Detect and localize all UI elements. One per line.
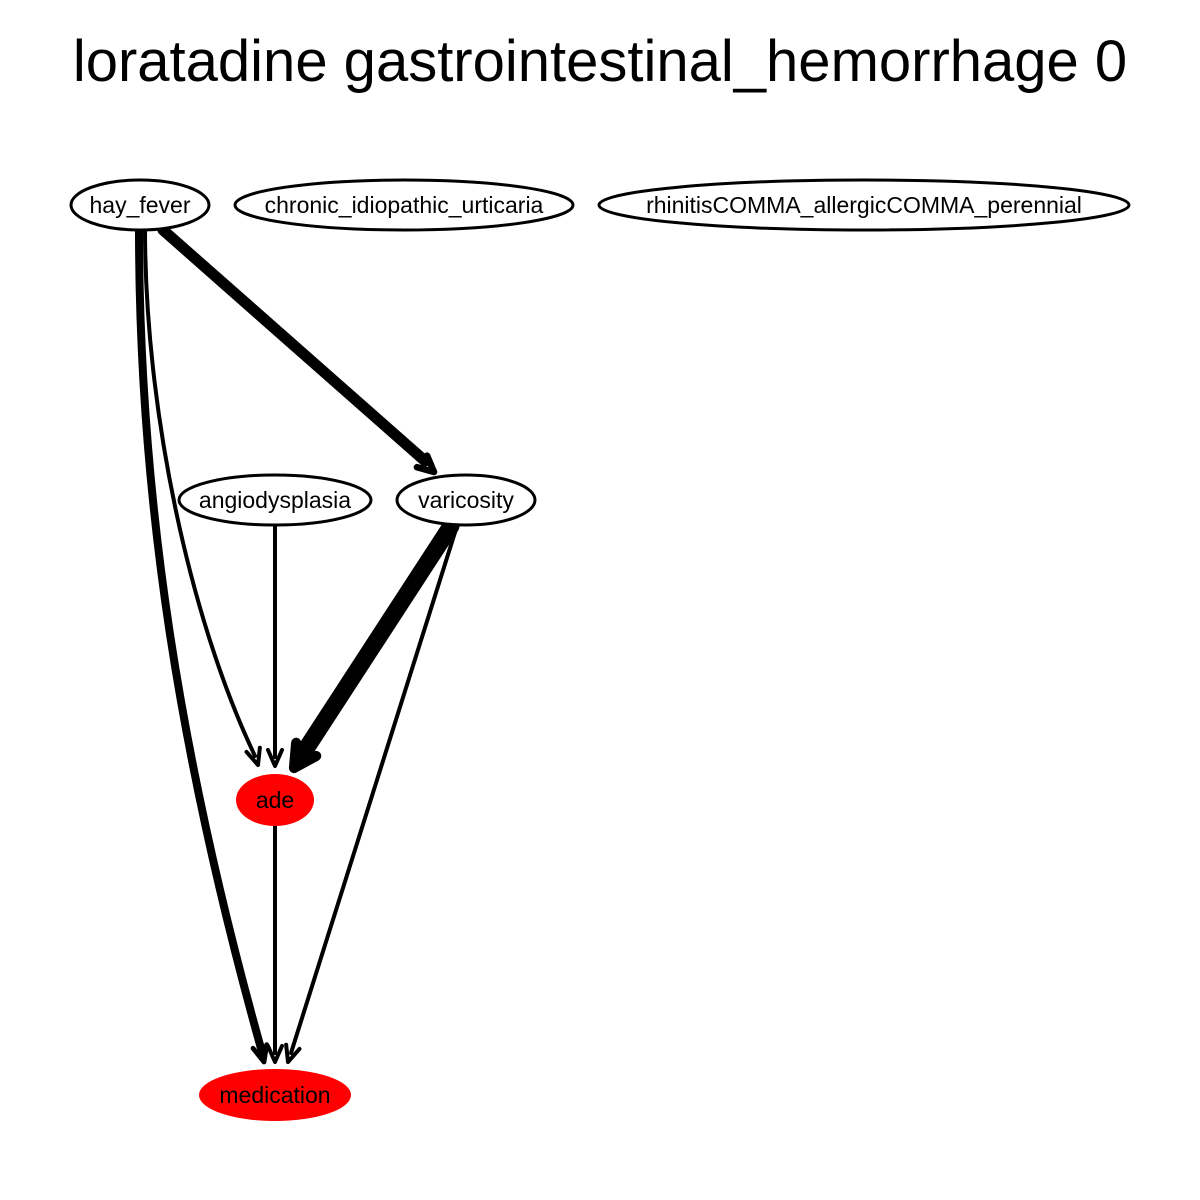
edge-line <box>143 227 257 758</box>
arrowhead <box>244 745 262 767</box>
arrowhead <box>288 737 322 774</box>
edge-hay_fever-to-ade <box>143 227 262 767</box>
edge-line <box>135 225 266 1056</box>
edge-varicosity-to-ade <box>288 517 460 774</box>
edge-line <box>157 224 431 467</box>
node-label: rhinitisCOMMA_allergicCOMMA_perennial <box>646 192 1082 218</box>
edge-line <box>295 517 460 761</box>
node-ellipse <box>395 473 537 527</box>
node-label: varicosity <box>418 487 514 513</box>
node-ellipse <box>199 1069 351 1121</box>
edge-hay_fever-to-varicosity <box>157 224 438 476</box>
arrowhead <box>266 1044 284 1064</box>
node-label: chronic_idiopathic_urticaria <box>265 192 544 218</box>
node-ellipse <box>233 178 575 232</box>
node-ellipse <box>177 473 373 527</box>
edge-hay_fever-to-medication <box>135 225 270 1065</box>
edge-varicosity-to-medication <box>284 524 459 1064</box>
node-ellipse <box>236 774 314 826</box>
node-hay-fever: hay_fever <box>69 178 211 232</box>
node-layer: hay_fever chronic_idiopathic_urticaria rhi… <box>69 178 1131 1121</box>
arrowhead <box>284 1042 302 1064</box>
node-chronic-idiopathic-urticaria: chronic_idiopathic_urticaria <box>233 178 575 232</box>
edge-line <box>289 524 459 1055</box>
node-medication: medication <box>199 1069 351 1121</box>
node-ellipse <box>69 178 211 232</box>
node-varicosity: varicosity <box>395 473 537 527</box>
edge-ade-to-medication <box>266 824 284 1064</box>
node-angiodysplasia: angiodysplasia <box>177 473 373 527</box>
node-rhinitis: rhinitisCOMMA_allergicCOMMA_perennial <box>597 178 1131 232</box>
node-ellipse <box>597 178 1131 232</box>
node-label: ade <box>256 787 294 813</box>
node-label: medication <box>219 1082 330 1108</box>
arrowhead <box>266 748 284 768</box>
node-label: angiodysplasia <box>199 487 351 513</box>
edge-layer <box>135 224 460 1065</box>
edge-angiodysplasia-to-ade <box>266 524 284 768</box>
graph-title: loratadine gastrointestinal_hemorrhage 0 <box>72 29 1128 94</box>
node-ade: ade <box>236 774 314 826</box>
arrowhead <box>250 1042 270 1065</box>
node-label: hay_fever <box>89 192 190 218</box>
arrowhead <box>413 452 438 476</box>
